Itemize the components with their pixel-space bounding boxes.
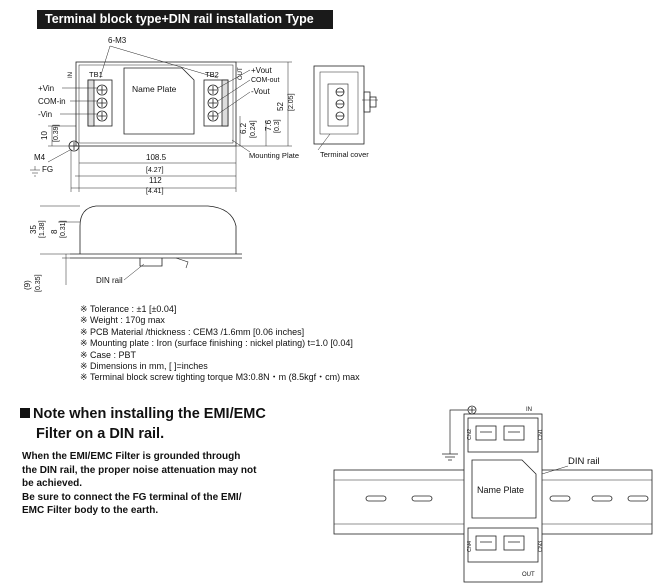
section-title: Terminal block type+DIN rail installatio… <box>45 12 314 26</box>
m4-label: M4 <box>34 153 46 162</box>
vin-plus-label: +Vin <box>38 84 54 93</box>
fg-label: FG <box>42 165 53 174</box>
din-note-heading: Note when installing the EMI/EMC Filter … <box>20 404 266 444</box>
cn2-label: CN2 <box>467 429 473 440</box>
com-out-label: COM-out <box>251 77 279 84</box>
side-din-rail-label: DIN rail <box>96 276 123 285</box>
tb1-label: TB1 <box>89 70 103 79</box>
body-line: EMC Filter body to the earth. <box>22 505 159 516</box>
spec-notes: ※Tolerance : ±1 [±0.04] ※Weight : 170g m… <box>80 304 360 384</box>
note-item: ※Terminal block screw tighting torque M3… <box>80 372 360 383</box>
dim-6-2-in: [0.24] <box>250 120 257 138</box>
dim-10: 10 <box>40 131 49 140</box>
top-view-drawing: TB1 TB2 Name Plate 6-M3 +Vin COM-in -Vin… <box>23 36 378 292</box>
dim-9-in: [0.35] <box>35 274 42 292</box>
note-item: ※Weight : 170g max <box>80 315 165 326</box>
note-item: ※Tolerance : ±1 [±0.04] <box>80 304 177 314</box>
terminal-cover-label: Terminal cover <box>320 150 369 159</box>
dim-8: 8 <box>50 229 59 234</box>
dim-6-2: 6.2 <box>239 122 248 134</box>
install-din-rail-label: DIN rail <box>568 456 600 467</box>
square-bullet-icon <box>20 408 30 418</box>
dim-52: 52 <box>276 102 285 111</box>
side-in-label: IN <box>68 72 74 78</box>
dim-108-5: 108.5 <box>146 153 167 162</box>
note-item: ※Case : PBT <box>80 349 137 360</box>
cn4-label: CN4 <box>467 541 473 552</box>
dim-9: (9) <box>23 280 32 290</box>
din-note-body: When the EMI/EMC Filter is grounded thro… <box>22 450 282 518</box>
end-view <box>313 65 378 145</box>
vin-minus-label: -Vin <box>38 110 52 119</box>
cn3-label: CN3 <box>538 541 544 552</box>
ground-icon <box>30 149 71 177</box>
install-name-plate <box>471 459 537 519</box>
dim-35: 35 <box>29 225 38 234</box>
heading-line-1: Note when installing the EMI/EMC <box>33 406 266 422</box>
dim-52-in: [2.05] <box>288 93 295 111</box>
mounting-plate-label: Mounting Plate <box>249 151 299 160</box>
filter-body-outline <box>75 61 237 147</box>
dim-8-in: [0.31] <box>60 220 67 238</box>
section-title-bar: Terminal block type+DIN rail installatio… <box>37 10 333 29</box>
mounting-plate-outline <box>78 64 234 144</box>
heading-line-2: Filter on a DIN rail. <box>36 426 165 442</box>
install-out-label: OUT <box>522 572 535 578</box>
dim-108-5-in: [4.27] <box>146 167 164 174</box>
tb2-label: TB2 <box>205 70 219 79</box>
dim-7-6: 7.6 <box>264 119 273 131</box>
screw-label: 6-M3 <box>108 36 127 45</box>
dim-7-6-in: [0.3] <box>274 119 281 133</box>
body-line: When the EMI/EMC Filter is grounded thro… <box>22 451 241 462</box>
input-terminal-area <box>467 417 539 453</box>
install-ground-icon <box>442 453 458 461</box>
output-terminal-area <box>467 527 539 563</box>
cn1-label: CN1 <box>538 429 544 440</box>
name-plate <box>123 67 195 135</box>
vout-minus-label: -Vout <box>251 87 270 96</box>
tb2-terminal-block <box>203 79 229 127</box>
note-item: ※Mounting plate : Iron (surface finishin… <box>80 338 353 349</box>
install-in-label: IN <box>526 407 532 413</box>
name-plate-label: Name Plate <box>132 84 177 94</box>
vout-plus-label: +Vout <box>251 66 272 75</box>
body-line: be achieved. <box>22 478 83 489</box>
dim-112: 112 <box>149 176 162 185</box>
side-view <box>40 205 242 285</box>
note-item: ※PCB Material /thickness : CEM3 /1.6mm [… <box>80 326 305 337</box>
body-line: Be sure to connect the FG terminal of th… <box>22 491 242 503</box>
body-line: the DIN rail, the proper noise attenuati… <box>22 464 257 476</box>
install-name-plate-label: Name Plate <box>477 485 524 495</box>
dim-112-in: [4.41] <box>146 188 164 195</box>
note-item: ※Dimensions in mm, [ ]=inches <box>80 361 208 372</box>
com-in-label: COM-in <box>38 97 66 106</box>
side-out-label: OUT <box>238 67 244 80</box>
dim-35-in: [1.38] <box>39 220 46 238</box>
dim-10-in: [0.39] <box>53 124 60 142</box>
tb1-terminal-block <box>87 79 113 127</box>
din-install-drawing: DIN rail Name Plate IN OUT CN2 CN1 CN4 C… <box>333 405 653 583</box>
